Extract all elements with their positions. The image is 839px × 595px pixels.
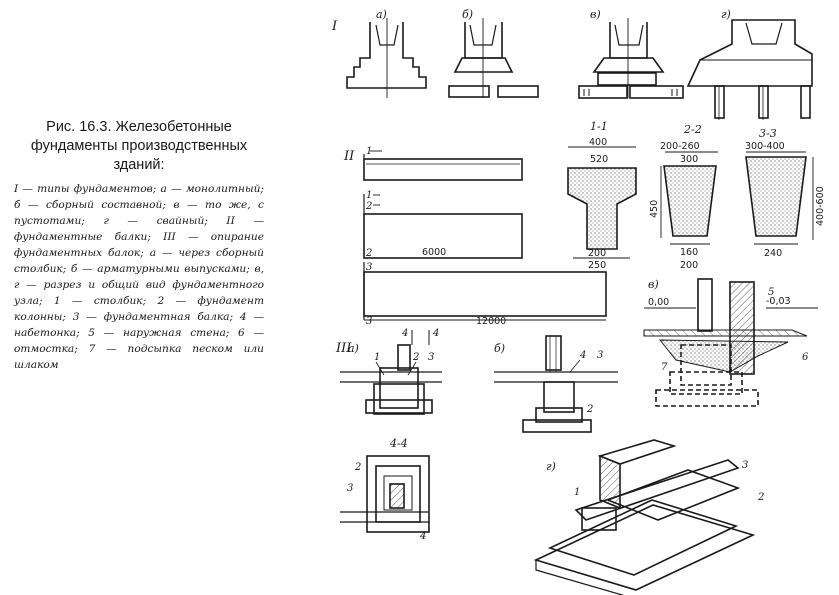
marker-3-a: 3 <box>428 352 434 363</box>
figure-caption: Рис. 16.3. Железобетонные фундаменты про… <box>14 118 264 373</box>
section-III-beam-bearing: III а) 4 4 1 2 3 б) <box>335 278 818 595</box>
beam-length-6000: 6000 <box>422 247 446 258</box>
cut-mark-4-right: 4 <box>432 328 439 339</box>
cut-mark-2-bot: 2 <box>365 248 372 259</box>
foundation-monolithic: а) <box>346 8 427 98</box>
marker-2-g: 2 <box>757 492 764 503</box>
section-III-label: III <box>335 341 352 356</box>
beam-section-2-2: 2-2 200-260 300 450 160 200 <box>649 123 718 271</box>
dim-1-1-400: 400 <box>589 137 607 148</box>
section-4-4-title: 4-4 <box>389 437 408 450</box>
beam-short-elevation <box>363 158 523 181</box>
marker-1-g: 1 <box>574 487 580 498</box>
marker-2-b: 2 <box>586 404 593 415</box>
bearing-via-precast-post: а) 4 4 1 2 3 <box>340 328 442 415</box>
cut-mark-2-top: 2 <box>365 201 372 212</box>
dim-2-2-200-260: 200-260 <box>660 141 700 152</box>
beam-section-1-1: 1-1 400 520 200 250 <box>567 120 637 271</box>
foundation-node-section: в) 0,00 -0,03 5 6 7 <box>643 278 818 407</box>
caption-legend: I — типы фундаментов; а — монолитный; б … <box>14 183 264 371</box>
beam-section-3-3: 3-3 300-400 400-600 240 <box>745 127 826 259</box>
level-zero: 0,00 <box>648 297 669 308</box>
beam-length-12000: 12000 <box>476 316 506 327</box>
label-I-v: в) <box>590 8 601 21</box>
section-I-label: I <box>331 19 338 34</box>
section-1-1-title: 1-1 <box>590 120 608 133</box>
bearing-via-rebar: б) 4 3 2 <box>494 335 618 433</box>
dim-1-1-250: 250 <box>588 260 606 271</box>
cut-mark-1-top: 1 <box>366 146 372 157</box>
cut-mark-3-top: 3 <box>366 262 372 273</box>
foundation-node-axonometric: г) 1 3 2 <box>533 439 764 595</box>
section-3-3-title: 3-3 <box>759 127 777 140</box>
dim-1-1-450: 450 <box>649 200 660 218</box>
dim-3-3-400-600: 400-600 <box>815 186 826 226</box>
foundation-hollow: в) <box>578 8 684 99</box>
caption-title: Рис. 16.3. Железобетонные фундаменты про… <box>30 119 248 173</box>
section-4-4-plan: 4-4 2 3 4 <box>340 437 430 542</box>
label-I-a: а) <box>376 8 387 21</box>
cut-mark-3-bot: 3 <box>366 316 372 327</box>
label-I-b: б) <box>462 8 473 21</box>
marker-2-a: 2 <box>412 352 419 363</box>
drawings-canvas: I а) б) в) <box>331 8 826 595</box>
dim-2-2-300: 300 <box>680 154 698 165</box>
marker-3-b: 3 <box>597 350 603 361</box>
cut-mark-4-left: 4 <box>401 328 408 339</box>
cut-mark-1-mid: 1 <box>366 190 372 201</box>
dim-1-1-200: 200 <box>588 248 606 259</box>
label-III-a: а) <box>348 342 359 355</box>
dim-2-2-200: 200 <box>680 260 698 271</box>
dim-2-2-160: 160 <box>680 247 698 258</box>
marker-6-v: 6 <box>802 352 809 363</box>
marker-3-44: 3 <box>347 483 353 494</box>
beam-12000-elevation <box>363 271 607 317</box>
section-II-foundation-beams: II 1 1 2 2 6000 3 3 12000 <box>343 120 826 327</box>
foundation-pile: г) <box>686 8 813 120</box>
marker-3-g: 3 <box>742 460 748 471</box>
section-II-label: II <box>343 149 355 164</box>
label-III-b: б) <box>494 342 505 355</box>
foundation-precast: б) <box>448 8 539 98</box>
label-III-v: в) <box>648 278 659 291</box>
marker-4-44: 4 <box>419 531 426 542</box>
label-I-g: г) <box>721 8 731 21</box>
marker-4-b: 4 <box>579 350 586 361</box>
marker-5-v: 5 <box>768 287 774 298</box>
section-2-2-title: 2-2 <box>683 123 702 136</box>
dim-1-1-520: 520 <box>590 154 608 165</box>
marker-2-44: 2 <box>354 462 361 473</box>
level-minus: -0,03 <box>766 296 791 307</box>
dim-3-3-240: 240 <box>764 248 782 259</box>
section-I-foundation-types: I а) б) в) <box>331 8 813 120</box>
label-III-g: г) <box>546 460 556 473</box>
dim-3-3-300-400: 300-400 <box>745 141 785 152</box>
marker-1-a: 1 <box>374 352 380 363</box>
marker-7-v: 7 <box>661 362 668 373</box>
foundation-drawings: I а) б) в) <box>318 0 839 595</box>
